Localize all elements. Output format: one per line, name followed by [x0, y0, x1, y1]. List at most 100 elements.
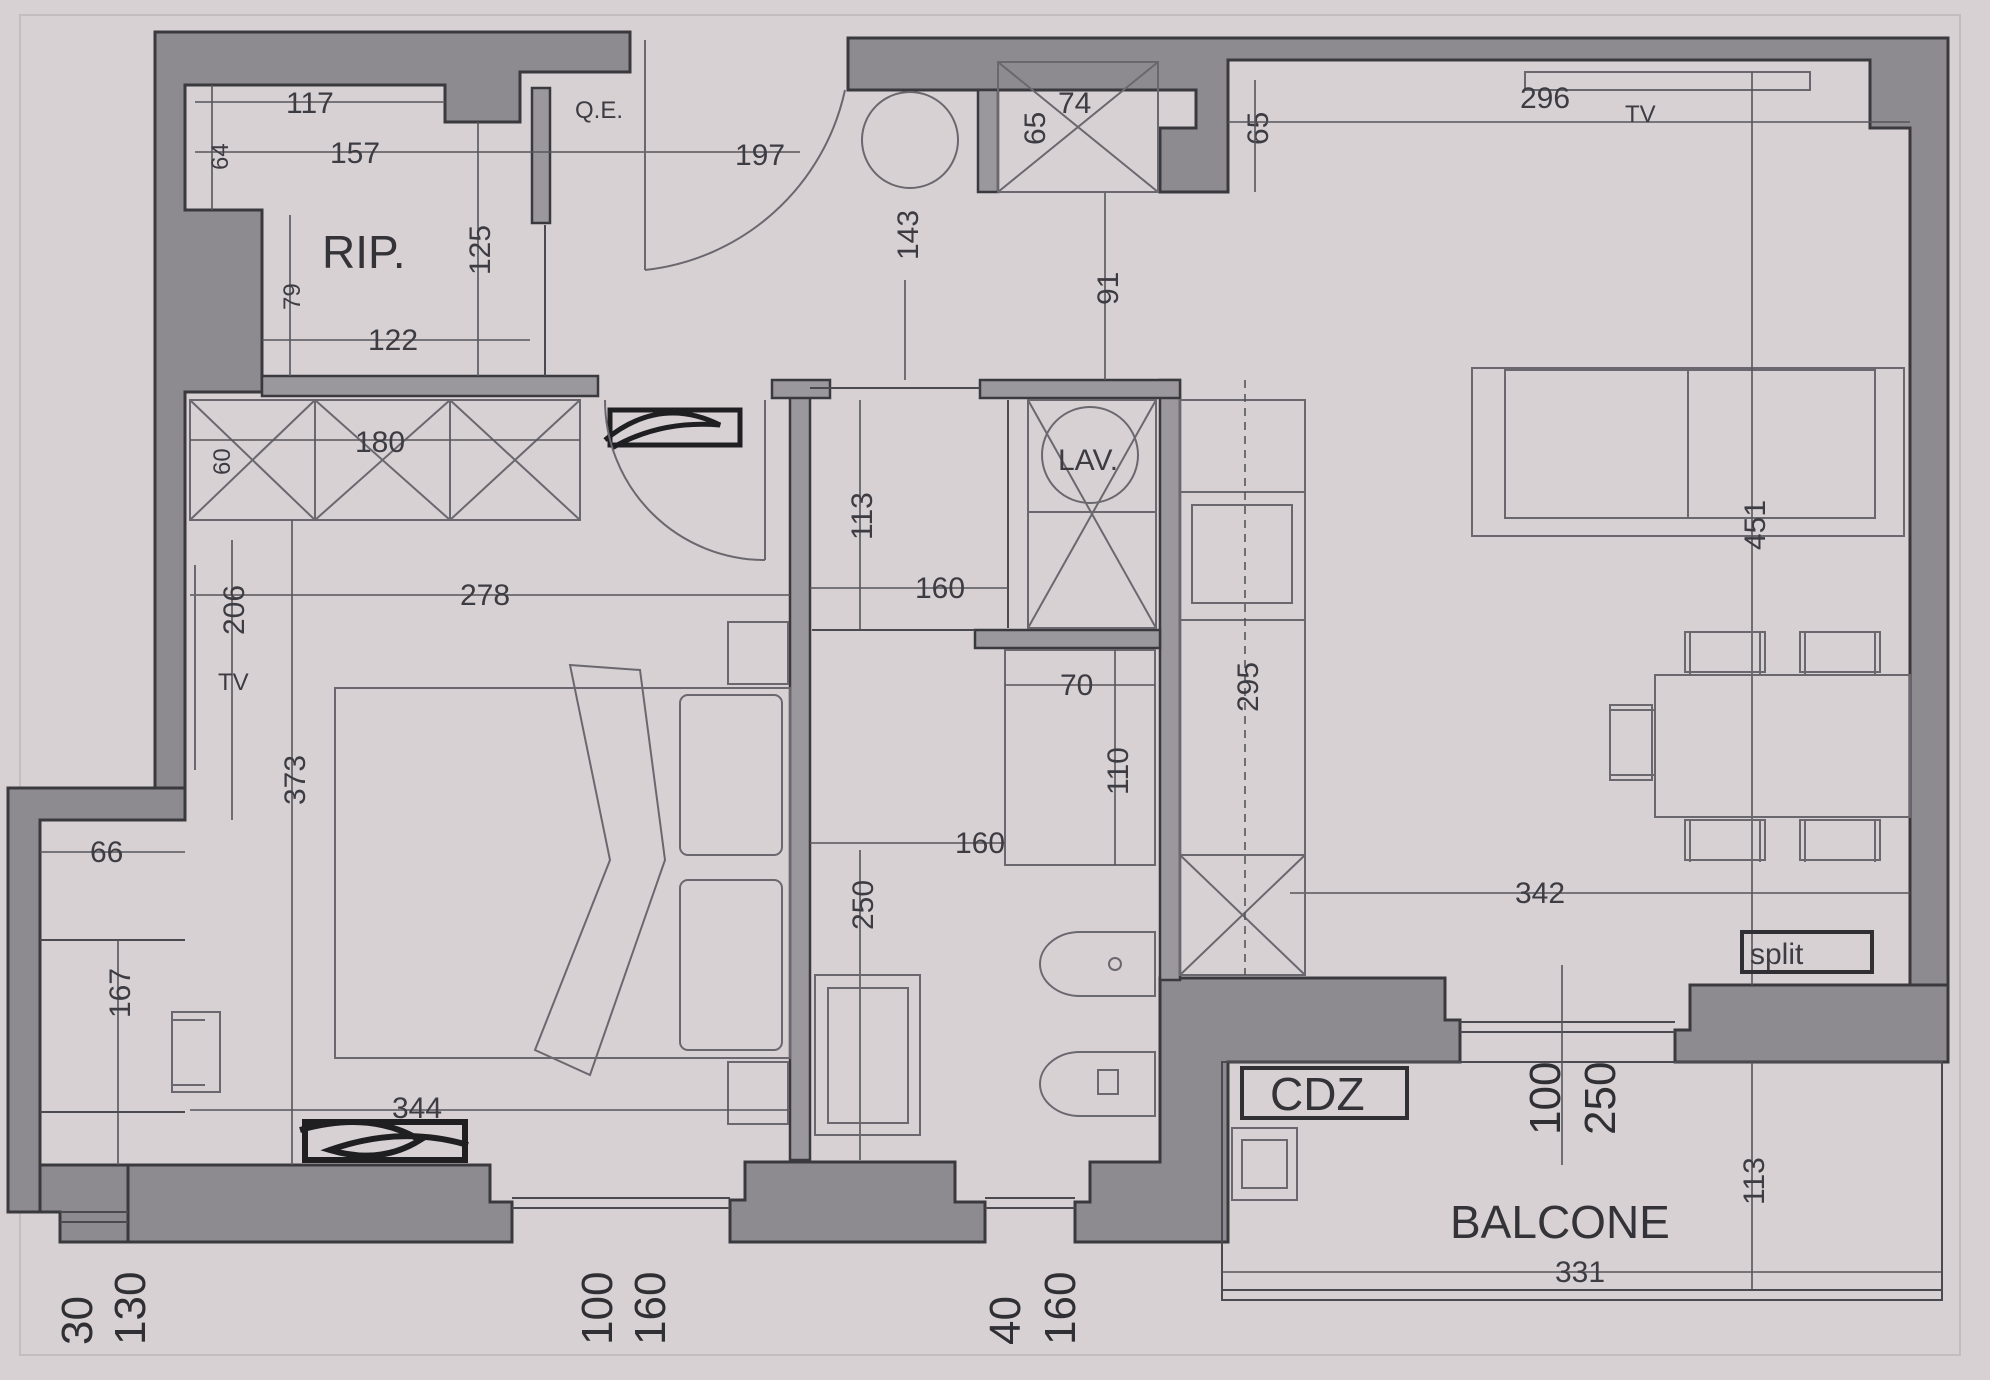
bathtub-cabinet: [814, 974, 921, 1136]
dim-living-451: 451: [1739, 500, 1772, 550]
dim-bath-70: 70: [1060, 669, 1093, 702]
kitchen: 295: [1179, 380, 1306, 976]
paper-frame: [19, 14, 1961, 1356]
dim-rip-122: 122: [368, 324, 418, 357]
wall-bottom-right: [1673, 983, 1950, 1064]
dim-hall-143: 143: [892, 210, 925, 260]
balcony: CDZ 113 331 BALCONE: [1221, 965, 1943, 1301]
storage-room: RIP. 117 157 64 125 79 122 Q.E.: [195, 85, 800, 376]
w3-bottom: 160: [1036, 1272, 1085, 1345]
w3-top: 40: [981, 1296, 1030, 1345]
nightstand: [727, 1061, 789, 1125]
electrical-panel-label: Q.E.: [575, 97, 623, 124]
dim-rip-125: 125: [464, 225, 497, 275]
dining-table: [1654, 674, 1911, 818]
living-room: 296 TV 451: [1228, 71, 1911, 985]
dim-left-66: 66: [90, 836, 123, 869]
wall-bottom-middle: [728, 1160, 987, 1244]
dim-bath-250: 250: [847, 880, 880, 930]
nightstand: [727, 621, 789, 685]
dim-living-296: 296: [1520, 82, 1570, 115]
w2-top: 100: [573, 1272, 622, 1345]
dim-bed-373: 373: [279, 755, 312, 805]
toilet: [1039, 1051, 1156, 1117]
dining-chair: [1799, 819, 1881, 862]
dim-living-342: 342: [1515, 877, 1565, 910]
dim-corr-113: 113: [846, 492, 879, 540]
pillow: [679, 694, 783, 856]
wall-top-left: [153, 30, 632, 790]
wall-corridor-left: [788, 383, 812, 1162]
cdz-box: [1240, 1066, 1409, 1120]
dim-balc-113: 113: [1738, 1157, 1771, 1205]
dining-chair: [1799, 631, 1881, 675]
dim-closet-74: 74: [1058, 87, 1091, 120]
dim-rip-64: 64: [207, 143, 234, 170]
dim-bath-160b: 160: [955, 827, 1005, 860]
w4-bottom: 250: [1576, 1062, 1625, 1135]
scribble-mark: [603, 407, 743, 451]
dim-bed-206: 206: [218, 585, 251, 635]
pillow: [679, 879, 783, 1051]
corridor: 113 160: [810, 400, 1008, 631]
window-heights: 30 130 100 160 40 160 100 250: [53, 1062, 1625, 1345]
window-glazing: [60, 1197, 1075, 1223]
wall-closet: [976, 88, 1000, 194]
tv-bedroom-label: TV: [218, 669, 249, 696]
dim-rip-79: 79: [279, 283, 306, 310]
wardrobe: [189, 399, 581, 521]
dim-corr-160a: 160: [915, 572, 965, 605]
dim-closet-65b: 65: [1242, 112, 1275, 145]
hall-circle: [861, 91, 959, 189]
dim-wardrobe-180: 180: [355, 426, 405, 459]
balcony-sink: [1231, 1127, 1298, 1201]
split-box: [1740, 930, 1874, 974]
dim-closet-65a: 65: [1019, 112, 1052, 145]
dim-left-167: 167: [104, 968, 137, 1018]
washer-drum: [1041, 406, 1139, 504]
dim-bed-278: 278: [460, 579, 510, 612]
entry-hall: 197 143 91: [644, 40, 1125, 389]
left-nook: 66 167: [40, 836, 221, 1165]
laundry-label: LAV.: [1058, 444, 1118, 477]
ac-unit-label: CDZ: [1270, 1068, 1365, 1120]
dim-rip-157: 157: [330, 137, 380, 170]
sofa: [1471, 367, 1905, 537]
wall-lav-bottom: [973, 628, 1162, 650]
w2-bottom: 160: [626, 1272, 675, 1345]
dim-kitchen-295: 295: [1232, 662, 1265, 712]
w4-top: 100: [1521, 1062, 1570, 1135]
bedspread-fold: [533, 663, 667, 1077]
double-bed: [334, 687, 791, 1059]
cooktop: [1191, 504, 1293, 604]
tv-living-label: TV: [1625, 101, 1656, 128]
bedroom: 180 60 278 206 TV 373 344: [189, 399, 791, 1165]
w1-bottom: 130: [106, 1272, 155, 1345]
dim-entry-197: 197: [735, 139, 785, 172]
w1-top: 30: [53, 1296, 102, 1345]
rip-door-jamb: [530, 86, 552, 225]
dim-balc-331: 331: [1555, 1256, 1605, 1289]
dining-chair: [1684, 631, 1766, 675]
laundry: LAV.: [1007, 399, 1157, 629]
hall-closet: 65 74 65: [997, 61, 1275, 193]
wall-rip-bottom: [260, 374, 600, 398]
wall-bath-right: [1158, 378, 1182, 982]
wall-left-lower: [6, 786, 187, 1214]
wall-bath-top: [978, 378, 1182, 400]
wall-bottom-bath: [1073, 976, 1462, 1244]
storage-label: RIP.: [322, 226, 406, 278]
chair-side: [171, 1011, 221, 1093]
bathroom: 70 110 160 250: [810, 649, 1156, 1160]
entry-door-swing: [644, 40, 846, 271]
dining-chair: [1609, 704, 1655, 781]
bidet: [1039, 931, 1156, 997]
bedroom-door-swing: [604, 399, 766, 561]
wall-bottom-bedroom: [126, 1163, 514, 1244]
dining-chair: [1684, 819, 1766, 862]
balcony-label: BALCONE: [1450, 1196, 1670, 1248]
split-scribble: [299, 1119, 469, 1163]
dim-hall-91: 91: [1092, 272, 1125, 305]
dim-bath-110: 110: [1102, 747, 1135, 795]
